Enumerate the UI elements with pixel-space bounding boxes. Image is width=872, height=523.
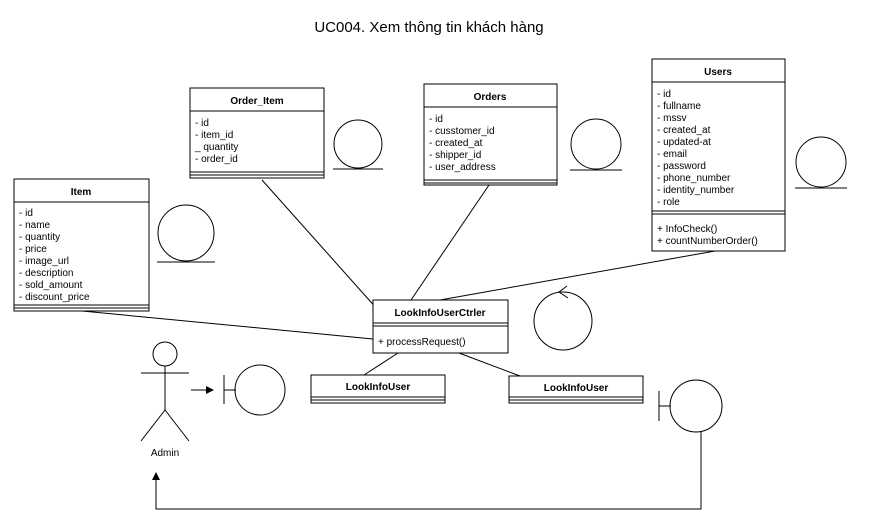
class-name: Orders [474, 92, 507, 103]
attribute: - name [19, 220, 51, 231]
diagram-title: UC004. Xem thông tin khách hàng [314, 19, 543, 36]
class-name: Users [704, 67, 732, 78]
class-view-right[interactable]: LookInfoUser [508, 375, 644, 404]
link-order-item-controller [261, 179, 379, 311]
attribute: - order_id [195, 154, 238, 165]
attribute: - password [657, 161, 706, 172]
attribute: - id [657, 89, 671, 100]
attribute: - phone_number [657, 173, 731, 184]
attribute: - created_at [657, 125, 711, 136]
class-name: LookInfoUser [544, 383, 609, 394]
attribute: - id [19, 208, 33, 219]
attribute: - shipper_id [429, 150, 481, 161]
return-path [152, 432, 702, 510]
attribute: - fullname [657, 101, 701, 112]
class-view-left[interactable]: LookInfoUser [310, 374, 446, 404]
method: + countNumberOrder() [657, 236, 758, 247]
class-name: Order_Item [230, 96, 283, 107]
control-icon [533, 285, 593, 351]
attribute: - email [657, 149, 687, 160]
attribute: - description [19, 268, 73, 279]
link-controller-view-right [458, 352, 521, 377]
attribute: _ quantity [194, 142, 238, 153]
class-orders[interactable]: Orders - id - cusstomer_id - created_at … [423, 83, 558, 186]
class-order-item[interactable]: Order_Item - id - item_id _ quantity - o… [189, 87, 325, 179]
class-name: LookInfoUserCtrler [394, 308, 485, 319]
entity-icon [570, 118, 622, 171]
attribute: - price [19, 244, 47, 255]
actor-label: Admin [151, 448, 179, 459]
attribute: - role [657, 197, 680, 208]
attribute: - sold_amount [19, 280, 83, 291]
attribute: - id [195, 118, 209, 129]
link-orders-controller [410, 184, 490, 301]
entity-icon [333, 119, 383, 170]
attribute: - user_address [429, 162, 496, 173]
link-users-controller [439, 250, 716, 301]
attribute: - item_id [195, 130, 233, 141]
class-name: Item [71, 187, 92, 198]
boundary-icon [223, 364, 286, 416]
attribute: - discount_price [19, 292, 90, 303]
class-name: LookInfoUser [346, 382, 411, 393]
link-item-controller [81, 310, 374, 340]
class-item[interactable]: Item - id - name - quantity - price - im… [13, 178, 150, 312]
actor-arrow [191, 386, 214, 394]
attribute: - cusstomer_id [429, 126, 495, 137]
attribute: - updated-at [657, 137, 711, 148]
boundary-icon [658, 379, 723, 433]
method: + processRequest() [378, 337, 466, 348]
method: + InfoCheck() [657, 224, 717, 235]
entity-icon [157, 204, 215, 263]
actor-admin[interactable]: Admin [140, 341, 190, 459]
class-controller[interactable]: LookInfoUserCtrler + processRequest() [372, 299, 509, 354]
association-lines [81, 179, 716, 377]
attribute: - image_url [19, 256, 69, 267]
link-controller-view-left [363, 352, 399, 376]
attribute: - identity_number [657, 185, 735, 196]
attribute: - mssv [657, 113, 686, 124]
attribute: - created_at [429, 138, 483, 149]
class-users[interactable]: Users - id - fullname - mssv - created_a… [651, 58, 786, 252]
attribute: - quantity [19, 232, 60, 243]
attribute: - id [429, 114, 443, 125]
entity-icon [795, 136, 847, 189]
